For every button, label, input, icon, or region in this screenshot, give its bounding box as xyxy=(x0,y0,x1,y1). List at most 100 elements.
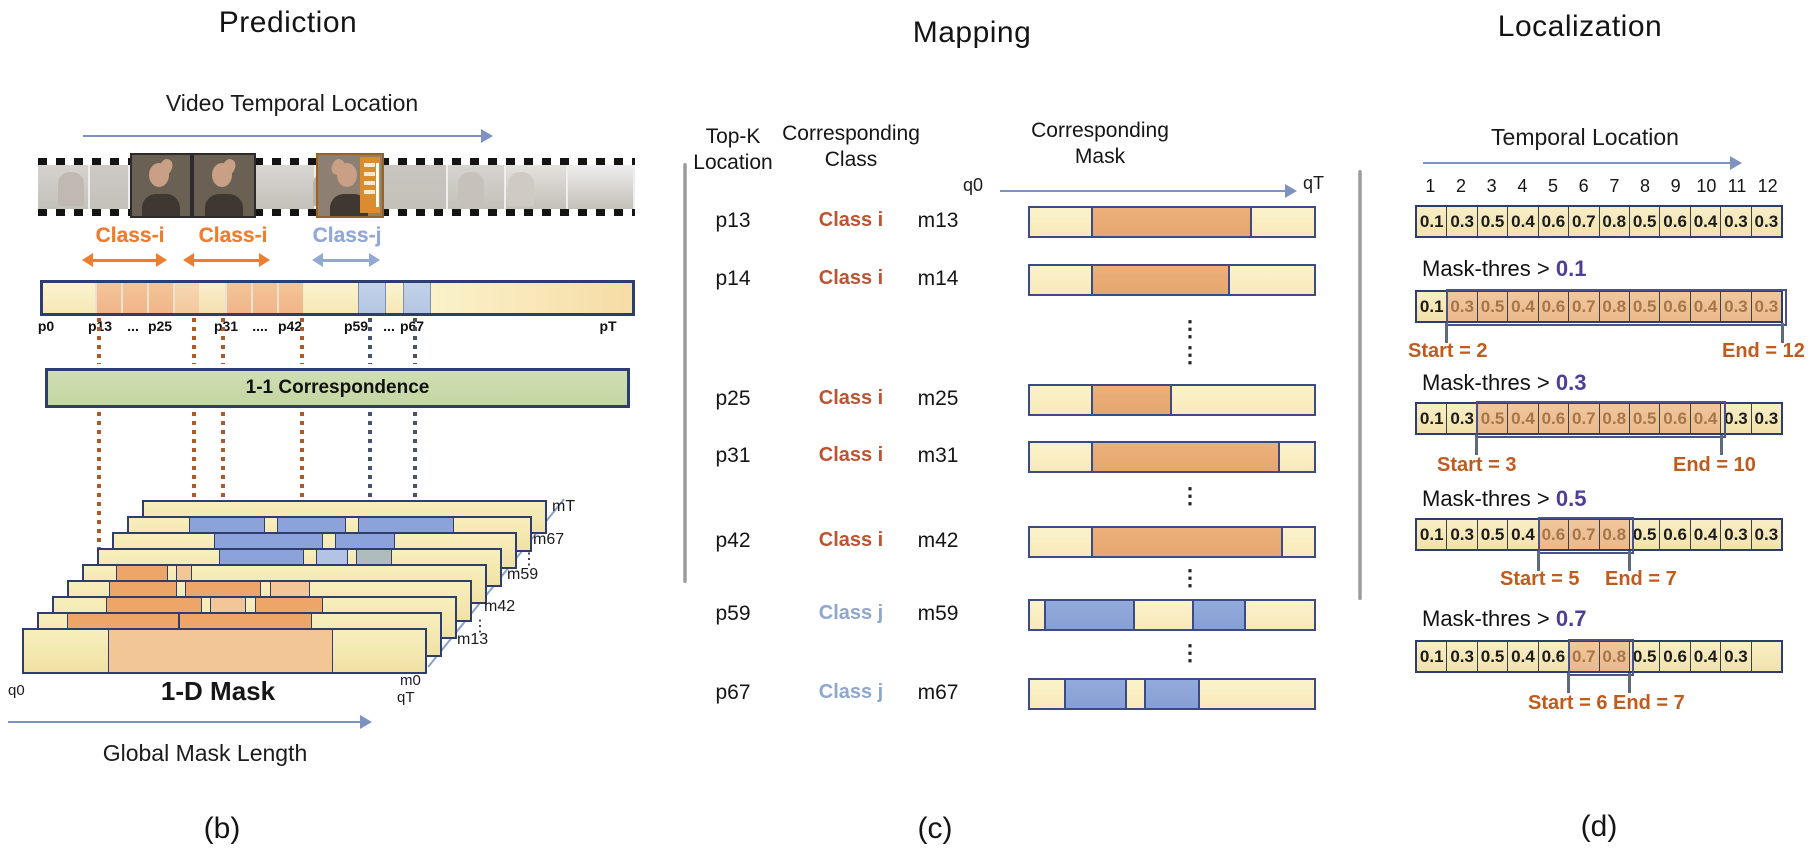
frame-figure-silhouette xyxy=(458,172,484,206)
mask-bar-segment-o xyxy=(1091,528,1283,556)
mask-bar-segment-y xyxy=(1230,266,1314,294)
stack-m0-label: m0 xyxy=(400,672,421,689)
column-header-topk-location: Top-K Location xyxy=(693,124,772,176)
strip-location-label: p59 xyxy=(343,318,369,334)
temporal-index-label: 8 xyxy=(1639,176,1651,196)
strip-segment-y xyxy=(303,283,358,313)
signer-with-orange-panel-photo xyxy=(316,153,384,218)
temporal-cell: 0.3 xyxy=(1447,520,1478,549)
signer-hands-on-face-photo xyxy=(192,153,256,218)
strip-location-label: ... xyxy=(127,318,139,334)
temporal-location-label: Temporal Location xyxy=(1491,124,1679,150)
class-label: Class-j xyxy=(312,224,382,247)
temporal-cell: 0.3 xyxy=(1721,642,1752,671)
class-extent-arrow-head-left xyxy=(82,253,93,267)
panel-line-icon xyxy=(364,181,375,185)
mask-bar-segment-b xyxy=(1143,680,1201,708)
temporal-cell: 0.7 xyxy=(1569,292,1600,321)
mapping-ellipsis: ⋮ xyxy=(1179,640,1201,665)
temporal-cell: 0.4 xyxy=(1690,404,1722,433)
correspondence-dotted-line xyxy=(300,318,304,364)
mask-bar-m13 xyxy=(1028,206,1316,238)
start-end-label: End = 7 xyxy=(1605,568,1677,590)
person-body-icon xyxy=(142,194,181,216)
mask-bar-segment-y xyxy=(1171,386,1314,414)
temporal-cell: 0.5 xyxy=(1477,207,1509,236)
class-extent-arrow-line xyxy=(192,258,261,262)
mask-bar-segment-y xyxy=(1030,528,1092,556)
temporal-index-label: 10 xyxy=(1696,176,1717,196)
mapping-ellipsis: ⋮ xyxy=(1179,483,1201,508)
temporal-cell: 0.8 xyxy=(1599,207,1630,236)
orange-info-panel xyxy=(360,157,380,213)
temporal-cell: 0.5 xyxy=(1477,520,1509,549)
mask-bar-segment-y xyxy=(1030,680,1065,708)
mask-bar-segment-o xyxy=(1091,386,1172,414)
person-body-icon xyxy=(204,194,243,216)
topk-location-value: p31 xyxy=(715,444,751,467)
temporal-cell: 0.6 xyxy=(1660,404,1691,433)
stack-side-label: ⋮ xyxy=(521,551,537,568)
strip-segment-o xyxy=(251,283,277,313)
temporal-cell: 0.4 xyxy=(1508,292,1539,321)
corresponding-class-value: Class i xyxy=(818,209,884,231)
mask-thres-text: Mask-thres > xyxy=(1422,486,1556,511)
start-tick xyxy=(1475,435,1479,455)
temporal-cell: 0.6 xyxy=(1660,520,1691,549)
mask-bar-m67 xyxy=(1028,678,1316,710)
temporal-cell: 0.7 xyxy=(1569,520,1600,549)
mask-q-axis-arrow-line xyxy=(1000,190,1287,192)
start-tick xyxy=(1567,673,1571,693)
global-mask-length-arrow-head xyxy=(360,715,372,729)
temporal-index-label: 5 xyxy=(1547,176,1559,196)
topk-location-value: p13 xyxy=(715,209,751,232)
temporal-index-label: 1 xyxy=(1425,176,1436,196)
temporal-cell: 0.5 xyxy=(1629,207,1661,236)
mask-thres-label: Mask-thres > 0.3 xyxy=(1422,370,1586,396)
header-line: Mask xyxy=(1074,145,1126,168)
topk-location-value: p67 xyxy=(715,681,751,704)
temporal-cell: 0.5 xyxy=(1477,404,1509,433)
correspondence-label: 1-1 Correspondence xyxy=(245,377,430,398)
mask-bar-segment-y xyxy=(1200,680,1314,708)
start-end-label: Start = 2 xyxy=(1408,340,1488,362)
end-tick xyxy=(1719,435,1723,455)
temporal-cell: 0.8 xyxy=(1599,404,1630,433)
corresponding-class-value: Class j xyxy=(818,602,884,624)
mask-bar-segment-y xyxy=(1030,386,1092,414)
correspondence-dotted-line xyxy=(221,318,225,364)
strip-segment-ylong xyxy=(431,283,632,313)
mask-bar-segment-y xyxy=(1251,208,1314,236)
class-label: Class-i xyxy=(95,224,165,247)
correspondence-dotted-line xyxy=(368,412,372,552)
temporal-cell: 0.5 xyxy=(1629,642,1661,671)
temporal-cell xyxy=(1751,642,1782,671)
prediction-strip xyxy=(40,280,635,316)
temporal-cell: 0.6 xyxy=(1660,207,1691,236)
stack-side-label: m13 xyxy=(457,631,489,648)
correspondence-dotted-line xyxy=(300,412,304,578)
caption-d: (d) xyxy=(1580,810,1618,843)
mask-bar-segment-y xyxy=(1282,528,1314,556)
class-extent-arrow-head-right xyxy=(259,253,270,267)
stack-q0-label: q0 xyxy=(8,682,25,699)
panel-line-icon xyxy=(364,190,375,194)
topk-location-value: p14 xyxy=(715,267,751,290)
temporal-cell: 0.4 xyxy=(1690,642,1722,671)
corresponding-class-value: Class i xyxy=(818,529,884,551)
strip-location-label: p31 xyxy=(213,318,239,334)
prediction-panel-title: Prediction xyxy=(218,6,358,39)
start-end-label: End = 10 xyxy=(1673,454,1756,476)
mapping-panel-title: Mapping xyxy=(912,16,1032,49)
strip-segment-y xyxy=(43,283,95,313)
mask-bar-segment-y xyxy=(1245,601,1314,629)
stack-side-label: m59 xyxy=(507,566,539,583)
temporal-cell: 0.3 xyxy=(1721,292,1752,321)
strip-location-label: p67 xyxy=(399,318,425,334)
strip-segment-o xyxy=(277,283,303,313)
mask-bar-segment-b xyxy=(1044,601,1136,629)
mask-bar-segment-y xyxy=(1030,266,1092,294)
